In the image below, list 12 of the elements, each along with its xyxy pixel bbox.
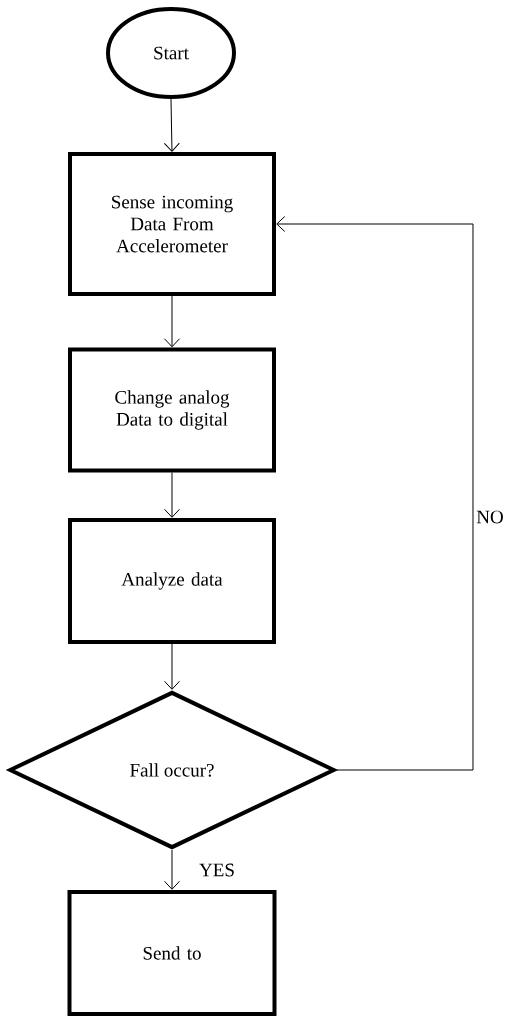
process-box: Change analog Data to digital bbox=[68, 347, 276, 473]
process-box: Sense incoming Data From Accelerometer bbox=[68, 152, 276, 296]
arrow bbox=[276, 216, 474, 771]
edge-label: YES bbox=[199, 863, 234, 877]
arrow bbox=[164, 295, 180, 348]
arrow bbox=[164, 849, 180, 890]
arrow bbox=[164, 643, 180, 690]
process-box: Send to bbox=[67, 890, 277, 1016]
arrow bbox=[163, 98, 180, 152]
edge-label: NO bbox=[476, 510, 503, 524]
arrow bbox=[164, 472, 180, 518]
process-box: Analyze data bbox=[68, 518, 276, 644]
